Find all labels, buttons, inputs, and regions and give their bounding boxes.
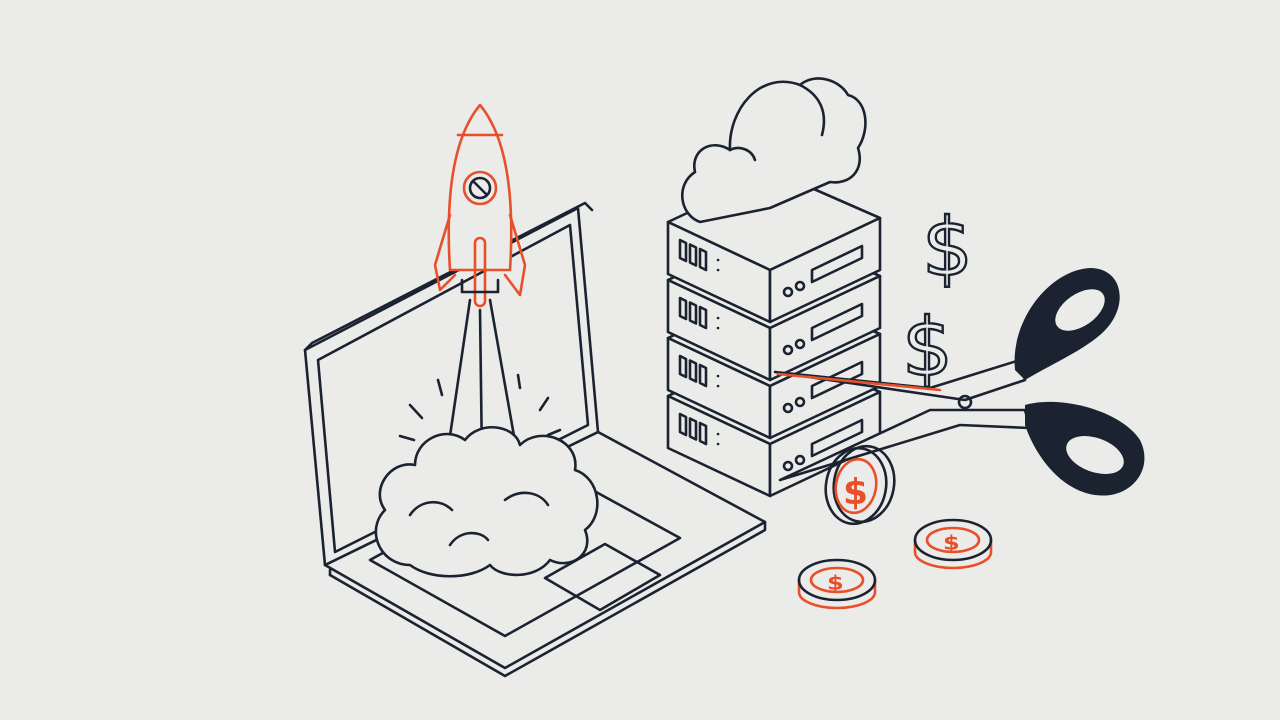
svg-text:$: $ (827, 573, 844, 595)
rocket-icon (433, 103, 527, 308)
dollar-sign-icon: $ (921, 200, 974, 295)
cloud-detail (728, 83, 826, 162)
scissors-icon (773, 268, 1145, 496)
svg-text:$: $ (843, 472, 868, 513)
coin-icon: $ (797, 558, 877, 610)
coin-icon: $ (913, 518, 993, 570)
smoke-cloud-icon (374, 425, 599, 578)
server-unit (666, 170, 882, 324)
smoke-cloud-detail (408, 491, 550, 547)
svg-text:$: $ (943, 533, 960, 555)
dollar-sign-icon: $ (901, 300, 954, 395)
coin-icon: $ (824, 444, 896, 526)
svg-text:$: $ (922, 201, 973, 294)
server-stack-icon (666, 170, 882, 498)
svg-text:$: $ (902, 301, 953, 394)
